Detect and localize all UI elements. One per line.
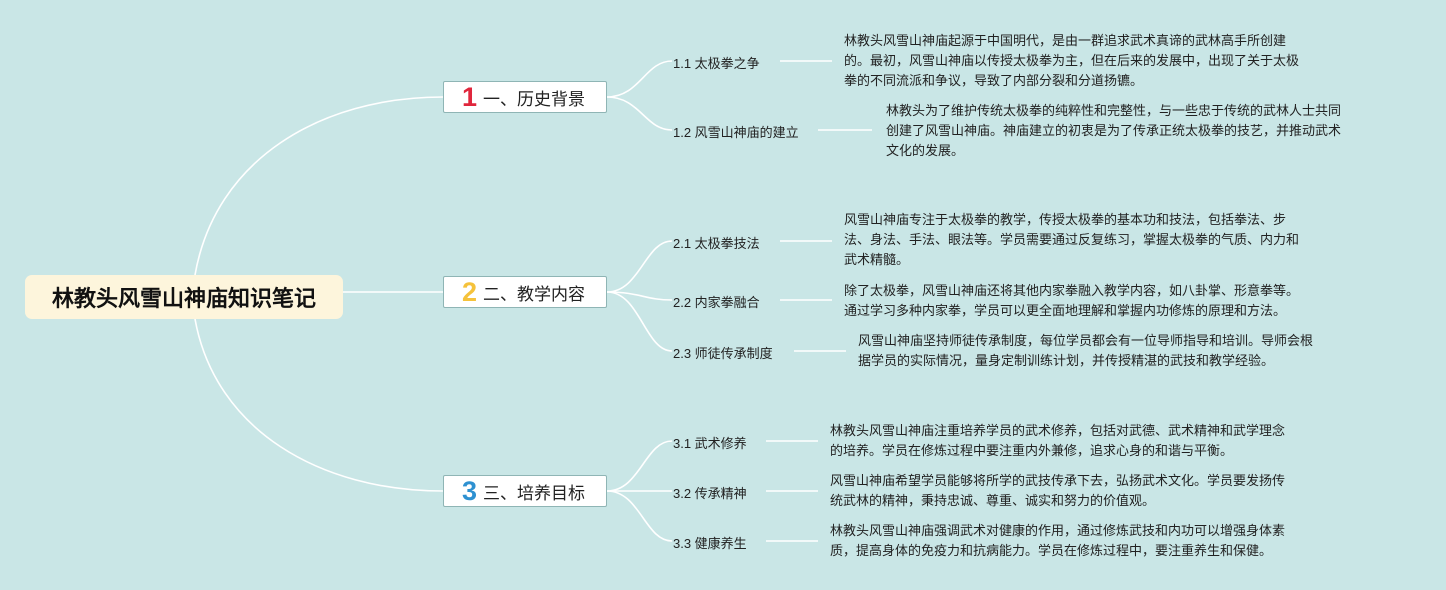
link-b2-s1 [606, 240, 673, 293]
leaf-line: 统武林的精神，秉持忠诚、尊重、诚实和努力的价值观。 [830, 493, 1156, 508]
subtopic-3-1[interactable]: 3.1 武术修养 [673, 436, 747, 451]
branch-label: 三、培养目标 [483, 483, 586, 503]
leaf-line: 拳的不同流派和争议，导致了内部分裂和分道扬镳。 [844, 73, 1144, 88]
leaf-line: 据学员的实际情况，量身定制训练计划，并传授精湛的武技和教学经验。 [858, 353, 1275, 368]
root-topic[interactable]: 林教头风雪山神庙知识笔记 [25, 275, 343, 319]
leaf-3-1: 林教头风雪山神庙注重培养学员的武术修养，包括对武德、武术精神和武学理念 的培养。… [830, 421, 1285, 461]
leaf-line: 的。最初，风雪山神庙以传授太极拳为主，但在后来的发展中，出现了关于太极 [844, 53, 1300, 68]
leaf-3-3: 林教头风雪山神庙强调武术对健康的作用，通过修炼武技和内功可以增强身体素 质，提高… [830, 521, 1285, 561]
subtopic-1-2[interactable]: 1.2 风雪山神庙的建立 [673, 125, 799, 140]
branch-goals[interactable]: 3 三、培养目标 [443, 475, 607, 507]
leaf-line: 法、身法、手法、眼法等。学员需要通过反复练习，掌握太极拳的气质、内力和 [844, 232, 1300, 247]
link-b1-s2 [606, 96, 673, 131]
leaf-line: 林教头为了维护传统太极拳的纯粹性和完整性，与一些忠于传统的武林人士共同 [886, 103, 1342, 118]
number-two-icon: 2 [462, 276, 478, 307]
link-b1-s1 [606, 60, 673, 98]
branch-label: 一、历史背景 [483, 89, 586, 109]
link-b2-s3 [606, 291, 673, 352]
leaf-line: 林教头风雪山神庙强调武术对健康的作用，通过修炼武技和内功可以增强身体素 [830, 523, 1286, 538]
leaf-3-2: 风雪山神庙希望学员能够将所学的武技传承下去，弘扬武术文化。学员要发扬传 统武林的… [830, 471, 1285, 511]
leaf-line: 林教头风雪山神庙注重培养学员的武术修养，包括对武德、武术精神和武学理念 [830, 423, 1286, 438]
leaf-line: 风雪山神庙希望学员能够将所学的武技传承下去，弘扬武术文化。学员要发扬传 [830, 473, 1286, 488]
subtopic-2-3[interactable]: 2.3 师徒传承制度 [673, 346, 773, 361]
link-b2-s2 [606, 291, 673, 301]
leaf-2-1: 风雪山神庙专注于太极拳的教学，传授太极拳的基本功和技法，包括拳法、步 法、身法、… [844, 210, 1299, 270]
branch-teaching[interactable]: 2 二、教学内容 [443, 276, 607, 308]
link-root-b3 [194, 318, 444, 492]
subtopic-2-2[interactable]: 2.2 内家拳融合 [673, 295, 760, 310]
leaf-line: 创建了风雪山神庙。神庙建立的初衷是为了传承正统太极拳的技艺，并推动武术 [886, 123, 1342, 138]
leaf-line: 武术精髓。 [844, 252, 910, 267]
number-one-icon: 1 [462, 81, 478, 112]
leaf-1-1: 林教头风雪山神庙起源于中国明代，是由一群追求武术真谛的武林高手所创建 的。最初，… [844, 31, 1299, 91]
number-three-icon: 3 [462, 475, 478, 506]
leaf-line: 文化的发展。 [886, 143, 965, 158]
leaf-2-3: 风雪山神庙坚持师徒传承制度，每位学员都会有一位导师指导和培训。导师会根 据学员的… [858, 331, 1313, 371]
subtopic-2-1[interactable]: 2.1 太极拳技法 [673, 236, 760, 251]
branch-label: 二、教学内容 [483, 284, 586, 304]
subtopic-3-3[interactable]: 3.3 健康养生 [673, 536, 747, 551]
leaf-line: 的培养。学员在修炼过程中要注重内外兼修，追求心身的和谐与平衡。 [830, 443, 1234, 458]
branch-history[interactable]: 1 一、历史背景 [443, 81, 607, 113]
leaf-line: 风雪山神庙专注于太极拳的教学，传授太极拳的基本功和技法，包括拳法、步 [844, 212, 1287, 227]
leaf-line: 通过学习多种内家拳，学员可以更全面地理解和掌握内功修炼的原理和方法。 [844, 303, 1287, 318]
link-b3-s1 [606, 440, 673, 492]
leaf-line: 林教头风雪山神庙起源于中国明代，是由一群追求武术真谛的武林高手所创建 [844, 33, 1287, 48]
subtopic-3-2[interactable]: 3.2 传承精神 [673, 486, 747, 501]
leaf-line: 除了太极拳，风雪山神庙还将其他内家拳融入教学内容，如八卦掌、形意拳等。 [844, 283, 1300, 298]
leaf-line: 风雪山神庙坚持师徒传承制度，每位学员都会有一位导师指导和培训。导师会根 [858, 333, 1314, 348]
leaf-1-2: 林教头为了维护传统太极拳的纯粹性和完整性，与一些忠于传统的武林人士共同 创建了风… [886, 101, 1341, 161]
leaf-line: 质，提高身体的免疫力和抗病能力。学员在修炼过程中，要注重养生和保健。 [830, 543, 1273, 558]
link-root-b1 [194, 96, 444, 276]
leaf-2-2: 除了太极拳，风雪山神庙还将其他内家拳融入教学内容，如八卦掌、形意拳等。 通过学习… [844, 281, 1299, 321]
subtopic-1-1[interactable]: 1.1 太极拳之争 [673, 56, 760, 71]
link-b3-s3 [606, 490, 673, 542]
